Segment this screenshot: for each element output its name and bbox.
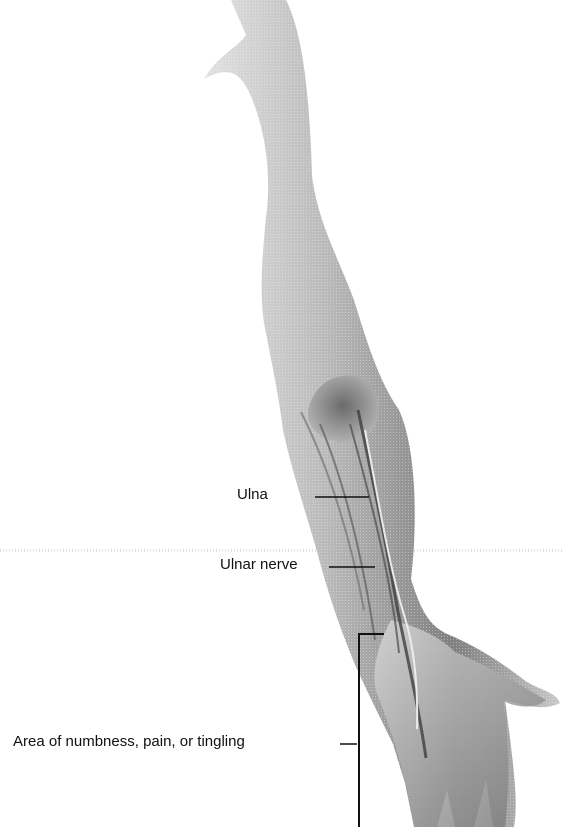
- affected-area-label: Area of numbness, pain, or tingling: [13, 733, 245, 751]
- ulna-label: Ulna: [237, 486, 268, 504]
- ulnar-nerve-label: Ulnar nerve: [220, 556, 298, 574]
